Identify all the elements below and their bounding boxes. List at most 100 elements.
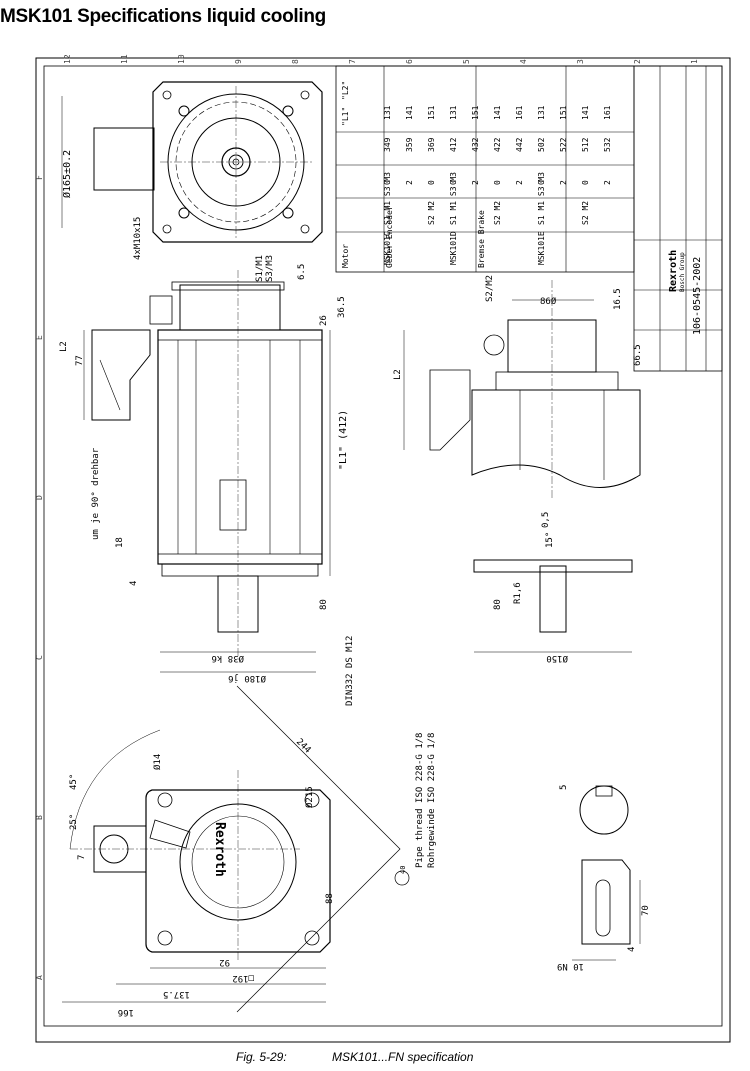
table-cell: 2: [471, 180, 480, 185]
table-cell: 432: [471, 137, 480, 152]
dim-14: Ø14: [152, 754, 163, 770]
table-cell: 0: [493, 180, 502, 185]
dim-pilot: Ø180 j6: [228, 673, 266, 684]
table-cell: S1 M1 S3 M3: [537, 172, 546, 225]
title-block: Rexroth Bosch Group 106-0545-2002: [633, 65, 723, 372]
table-cell: S2 M2: [493, 201, 502, 225]
dim-166: 166: [118, 1007, 134, 1017]
grid-letter: D: [35, 495, 44, 500]
figure-caption: Fig. 5-29:MSK101...FN specification: [236, 1050, 473, 1064]
dim-s1m1: S1/M1: [255, 255, 265, 282]
dim-6-5: 6.5: [297, 264, 307, 280]
table-cell: 0: [383, 180, 392, 185]
sheet-outer-frame: [35, 57, 731, 1043]
table-cell: 151: [559, 105, 568, 120]
dim-45deg: 45°: [69, 774, 79, 790]
brand-logo-text: Rexroth: [668, 250, 679, 292]
dim-16-5: 16.5: [613, 288, 623, 310]
table-cell: MSK101C: [383, 231, 392, 265]
grid-number: 9: [234, 59, 243, 64]
drawing-number: 106-0545-2002: [692, 257, 703, 335]
dim-80: 80: [319, 599, 329, 610]
table-header: Motor: [341, 244, 350, 268]
dim-key-70: 70: [641, 905, 651, 916]
grid-number: 5: [462, 59, 471, 64]
grid-number: 4: [519, 59, 528, 64]
dim-80-right: 80: [493, 599, 503, 610]
table-cell: 151: [471, 105, 480, 120]
dim-l1: "L1" (412): [338, 410, 349, 470]
grid-letter: E: [35, 335, 44, 340]
motor-top-view: [403, 280, 641, 653]
flange-end-view: [61, 81, 323, 243]
dim-26: 26: [319, 315, 329, 326]
dim-key-4: 4: [627, 947, 637, 952]
dim-137-5: 137.5: [163, 989, 190, 999]
table-cell: S2 M2: [581, 201, 590, 225]
table-cell: 2: [405, 180, 414, 185]
table-cell: 141: [581, 105, 590, 120]
dim-key-10n9: 10 N9: [557, 961, 584, 971]
page-title: MSK101 Specifications liquid cooling: [0, 6, 326, 27]
dim-key-5: 5: [559, 785, 569, 790]
table-cell: 2: [515, 180, 524, 185]
table-header: Bremse Brake: [477, 210, 486, 268]
table-header: Geber Encoder: [385, 205, 394, 268]
dim-18: 18: [115, 537, 125, 548]
dim-150: Ø150: [546, 653, 568, 664]
table-cell: 141: [493, 105, 502, 120]
table-cell: 0: [537, 180, 546, 185]
callout-number: 40: [399, 866, 407, 874]
grid-number: 7: [348, 59, 357, 64]
table-cell: 131: [383, 105, 392, 120]
table-cell: 141: [405, 105, 414, 120]
dim-215: Ø215: [304, 786, 315, 808]
grid-number: 8: [291, 59, 300, 64]
table-cell: 0: [427, 180, 436, 185]
grid-number: 2: [633, 59, 642, 64]
table-cell: 422: [493, 137, 502, 152]
bolt-circle-dim: Ø165±0.2: [61, 150, 73, 198]
table-cell: MSK101E: [537, 231, 546, 265]
figure-text: MSK101...FN specification: [332, 1050, 474, 1064]
motor-rear-view: [62, 685, 401, 1013]
dim-25deg: 25°: [69, 814, 79, 830]
table-cell: 0: [449, 180, 458, 185]
table-cell: 0: [581, 180, 590, 185]
table-cell: 131: [537, 105, 546, 120]
pipe-thread-de: Rohrgewinde ISO 228-G 1/8: [427, 733, 437, 868]
table-header: "L1": [341, 107, 350, 126]
table-cell: 369: [427, 137, 436, 152]
table-cell: MSK101D: [449, 231, 458, 265]
motor-side-view: [83, 270, 331, 673]
table-cell: 412: [449, 137, 458, 152]
callout-circle: [394, 870, 410, 886]
grid-letter: F: [35, 175, 44, 180]
dim-77: 77: [75, 355, 85, 366]
grid-number: 3: [576, 59, 585, 64]
dim-rotatable: um je 90° drehbar: [91, 447, 101, 540]
dim-15deg: 15°: [545, 532, 555, 548]
table-cell: 502: [537, 137, 546, 152]
table-cell: 522: [559, 137, 568, 152]
grid-number: 10: [177, 54, 186, 64]
grid-number: 11: [120, 54, 129, 64]
table-cell: 2: [603, 180, 612, 185]
table-cell: S1 M1 S3 M3: [449, 172, 458, 225]
dim-din: DIN332 DS M12: [345, 636, 355, 706]
dim-36-5: 36.5: [337, 296, 347, 318]
dim-92: 92: [219, 957, 230, 967]
dim-s3m3: S3/M3: [265, 255, 275, 282]
dim-r16: R1,6: [513, 582, 523, 604]
grid-number: 12: [63, 54, 72, 64]
dim-4: 4: [129, 581, 139, 586]
table-cell: 161: [603, 105, 612, 120]
table-cell: 151: [427, 105, 436, 120]
table-cell: 512: [581, 137, 590, 152]
grid-letter: C: [35, 655, 44, 660]
dim-86: 86Ø: [540, 296, 557, 307]
table-cell: S2 M2: [427, 201, 436, 225]
table-cell: 131: [449, 105, 458, 120]
